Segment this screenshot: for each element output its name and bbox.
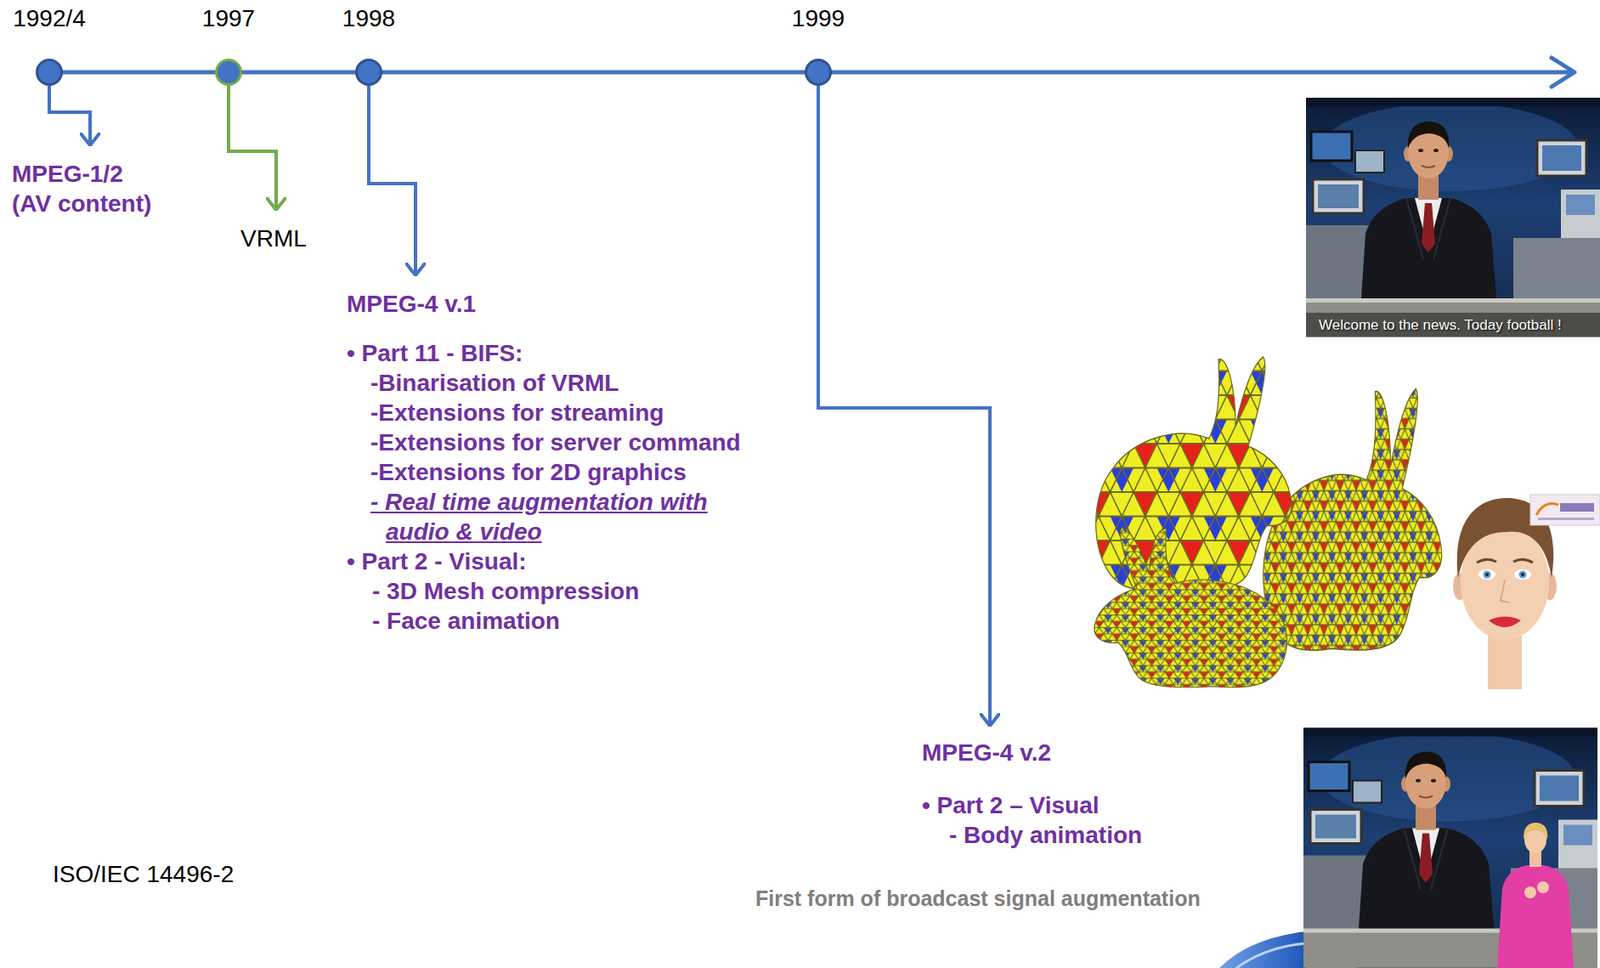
news-frame-top — [1306, 97, 1600, 338]
face-model — [1543, 572, 1557, 600]
sign-language-avatar — [1505, 890, 1530, 902]
entry-heading: MPEG-4 v.1 — [346, 288, 759, 319]
sub-item: -Extensions for 2D graphics — [370, 457, 759, 487]
slide-note: First form of broadcast signal augmentat… — [755, 885, 1201, 911]
sign-language-avatar — [1529, 849, 1542, 867]
bunny-mesh-models — [1263, 388, 1442, 651]
face-model — [1519, 571, 1527, 579]
face-model — [1520, 572, 1525, 577]
bunny-mesh-models — [1263, 388, 1442, 651]
sub-item: - 3D Mesh compression — [372, 576, 759, 606]
sign-language-avatar — [1537, 881, 1550, 894]
bunny-mesh-models — [1096, 356, 1292, 591]
standard-number: ISO/IEC 14496-2 — [52, 859, 234, 889]
timeline-axis — [1551, 57, 1575, 87]
timeline-dot — [355, 58, 383, 86]
news-frame-signer — [1303, 728, 1598, 968]
face-model — [1488, 616, 1521, 628]
standard-entry: MPEG-4 v.2 • Part 2 – Visual- Body animat… — [921, 737, 1143, 850]
bunny-mesh-models — [1094, 356, 1442, 688]
sign-language-avatar — [1523, 822, 1548, 840]
bullet-item: • Part 2 – Visual — [921, 790, 1143, 820]
face-model — [1514, 569, 1532, 580]
standard-entry: VRML — [240, 223, 307, 254]
news-frame-top — [1306, 312, 1600, 337]
video-subtitle: Welcome to the news. Today football ! — [1318, 316, 1562, 335]
news-frame-signer — [1303, 728, 1598, 968]
face-model — [1453, 497, 1557, 690]
entry-heading: MPEG-1/2 (AV content) — [11, 158, 162, 219]
sign-language-avatar — [1497, 822, 1574, 968]
face-model — [1476, 559, 1533, 563]
face-model — [1457, 497, 1555, 578]
timeline-axis — [49, 57, 1575, 87]
timeline-connector — [228, 85, 277, 210]
timeline-connector — [49, 85, 91, 146]
face-model — [1453, 572, 1467, 600]
standard-entry: MPEG-4 v.1 • Part 11 - BIFS:-Binarisation… — [346, 288, 759, 636]
sub-item: -Binarisation of VRML — [370, 367, 759, 398]
standard-entry: MPEG-1/2 (AV content) — [11, 158, 162, 219]
timeline-milestone: 1999 — [791, 4, 845, 86]
bunny-mesh-models — [1096, 356, 1292, 591]
sub-item: - Face animation — [372, 605, 759, 636]
sub-item: - Body animation — [949, 819, 1143, 850]
sign-language-avatar — [1497, 865, 1574, 968]
sub-item: -Extensions for server command — [370, 427, 759, 458]
face-model — [1478, 569, 1496, 580]
sub-item: - Real time augmentation with audio & vi… — [370, 486, 759, 547]
timeline-connector — [368, 85, 416, 276]
face-model — [1483, 571, 1492, 579]
entry-heading: MPEG-4 v.2 — [921, 737, 1143, 768]
bullet-item: • Part 11 - BIFS: — [346, 338, 759, 368]
mpeg-logo — [1530, 494, 1600, 526]
bunny-mesh-models — [1094, 526, 1288, 688]
mpeg-logo — [1537, 517, 1595, 521]
news-frame-top — [1306, 97, 1600, 338]
bullet-item: • Part 2 - Visual: — [346, 546, 759, 577]
timeline-connector — [818, 85, 990, 726]
year-label: 1998 — [342, 4, 396, 34]
timeline-dot — [804, 58, 832, 86]
footer-swoosh — [1219, 931, 1307, 968]
timeline-dot — [214, 58, 243, 86]
mpeg-logo — [1530, 494, 1600, 526]
sign-language-avatar — [1544, 886, 1566, 901]
face-model — [1500, 579, 1510, 603]
year-label: 1999 — [791, 4, 845, 34]
face-model — [1485, 572, 1489, 577]
face-model — [1487, 628, 1522, 690]
timeline-milestone: 1992/4 — [12, 4, 86, 86]
mpeg-logo — [1560, 503, 1595, 512]
sign-language-avatar — [1524, 825, 1547, 854]
bunny-mesh-models — [1094, 526, 1288, 688]
timeline-milestone: 1998 — [342, 4, 396, 86]
mpeg-logo — [1536, 503, 1559, 516]
timeline-milestone: 1997 — [202, 4, 255, 86]
year-label: 1997 — [202, 4, 255, 34]
footer-swoosh — [1219, 931, 1307, 968]
entry-heading: VRML — [240, 223, 307, 254]
sub-item: -Extensions for streaming — [370, 397, 759, 428]
face-model — [1460, 524, 1550, 640]
timeline-dot — [35, 58, 63, 86]
footer-swoosh — [1236, 943, 1307, 968]
sign-language-avatar — [1524, 886, 1537, 899]
year-label: 1992/4 — [12, 4, 86, 34]
